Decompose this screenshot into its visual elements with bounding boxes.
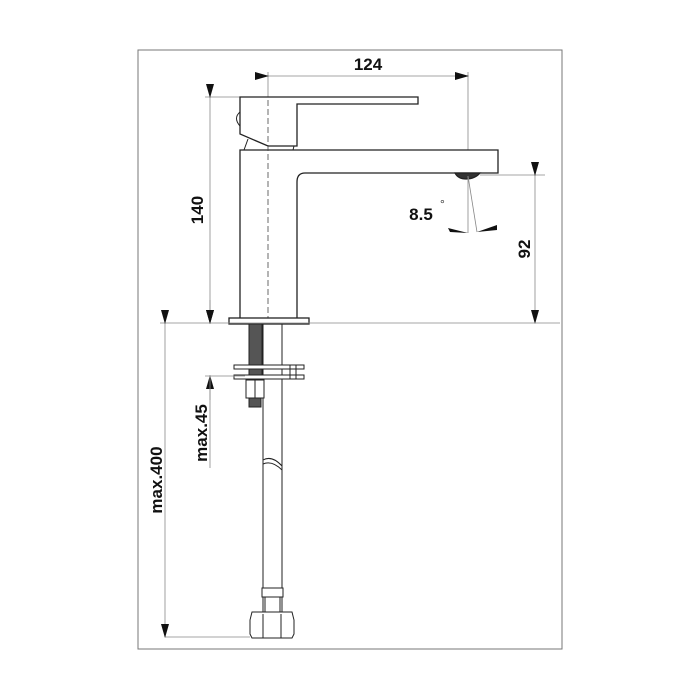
max-thread-label: max.45 [192,404,211,462]
drawing-frame [137,49,563,650]
degree-symbol: ° [440,197,445,211]
dimension-spout-height [480,162,545,324]
dimension-height [205,84,240,324]
spout-height-label: 92 [515,240,534,259]
faucet-body [228,96,499,325]
max-hose-label: max.400 [147,446,166,513]
height-label: 140 [188,196,207,224]
dimension-max-hose [161,310,250,638]
dimension-angle [448,175,497,233]
dimension-max-thread [205,300,245,468]
mounting-assembly [233,323,305,639]
angle-label: 8.5 [409,205,433,224]
reach-label: 124 [354,55,383,74]
